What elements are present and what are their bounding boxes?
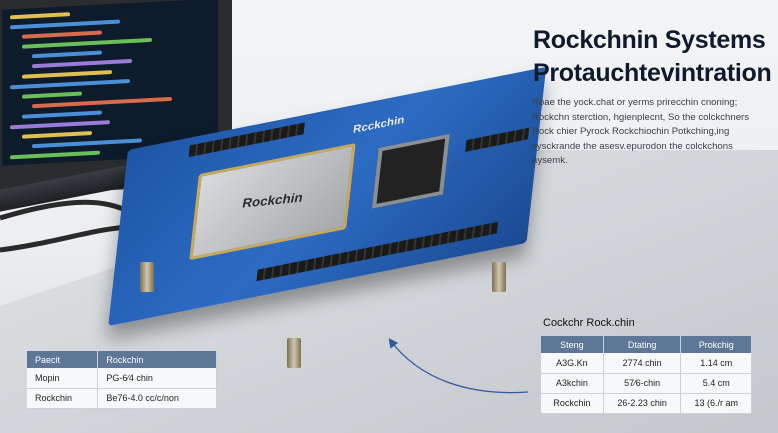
description-line: aysemk. — [532, 155, 568, 166]
table-cell: A3G.Kn — [541, 353, 604, 374]
title-line-2: Protauchtevintration — [533, 59, 772, 87]
table-row: Mopin PG-6⁄4 chin — [27, 368, 217, 389]
table-header: Dtating — [603, 336, 682, 353]
right-spec-table: Steng Dtating Prokchig A3G.Kn 2774 chin … — [541, 336, 752, 414]
table-header: Rockchin — [97, 351, 217, 368]
description-line: Roae the yock.chat or yerms prirecchin c… — [532, 97, 738, 108]
table-cell: 26-2.23 chin — [603, 393, 682, 414]
board-silkscreen-label: Rcckchin — [352, 114, 405, 136]
table-cell: 13 (6./r am — [680, 393, 752, 414]
table-cell: Mopin — [27, 368, 99, 389]
table-cell: Be76-4.0 cc/c/non — [97, 388, 217, 409]
table-cell: A3kchin — [541, 373, 604, 394]
module-label: Rockchin — [240, 189, 305, 211]
table-header: Paecit — [27, 351, 99, 368]
title-line-1: Rockchnin Systems — [533, 26, 766, 54]
table-cell: PG-6⁄4 chin — [97, 368, 217, 389]
table-cell: 1.14 cm — [680, 353, 752, 374]
table-row: A3kchin 57⁄6-chin 5.4 cm — [541, 373, 752, 394]
table-cell: 5.4 cm — [680, 373, 752, 394]
left-spec-table: Paecit Rockchin Mopin PG-6⁄4 chin Rockch… — [27, 351, 217, 409]
page-title: Rockchnin Systems Protauchtevintration — [533, 24, 772, 90]
table-cell: 2774 chin — [603, 353, 682, 374]
table-row: Rockchin Be76-4.0 cc/c/non — [27, 388, 217, 409]
standoff-right — [492, 262, 506, 292]
processor-chip — [371, 133, 450, 209]
table-header: Steng — [541, 336, 604, 353]
pin-header-right — [465, 127, 530, 152]
table-header: Prokchig — [680, 336, 752, 353]
table-row: Rockchin 26-2.23 chin 13 (6./r am — [541, 393, 752, 414]
standoff-left — [140, 262, 154, 292]
table-cell: Rockchin — [541, 393, 604, 414]
description-line: Rockchn sterction, hgienplecnt, So the c… — [532, 111, 750, 123]
standoff-front — [287, 338, 301, 368]
table-cell: 57⁄6-chin — [603, 373, 682, 394]
description-line: Rock chier Pyrock Rockchiochin Potkching… — [532, 126, 730, 137]
right-table-caption: Cockchr Rock.chin — [543, 317, 635, 329]
description: Roae the yock.chat or yerms prirecchin c… — [532, 96, 762, 169]
table-row: A3G.Kn 2774 chin 1.14 cm — [541, 353, 752, 374]
soc-module: Rockchin — [189, 142, 356, 261]
description-line: sysckrande the asesv.epurodon the colckc… — [532, 140, 733, 152]
table-cell: Rockchin — [27, 388, 99, 409]
